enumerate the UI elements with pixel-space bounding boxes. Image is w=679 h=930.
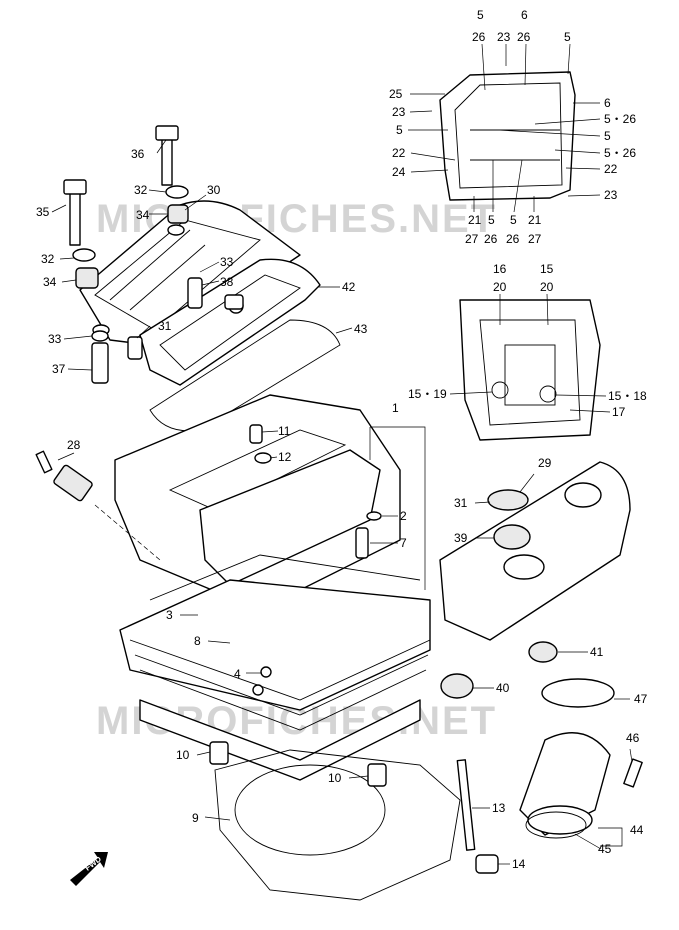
label-5-c: 5 xyxy=(396,123,403,137)
cylinder-head xyxy=(114,394,431,781)
label-30: 30 xyxy=(207,183,221,197)
label-26-a: 26 xyxy=(472,30,486,44)
washer-2 xyxy=(366,511,382,521)
label-44: 44 xyxy=(630,823,644,837)
forward-direction-marker: FWD xyxy=(70,852,108,886)
label-6-a: 6 xyxy=(521,8,528,22)
label-23-b: 23 xyxy=(392,105,406,119)
label-5-26-a: 5・26 xyxy=(604,112,636,126)
label-1: 1 xyxy=(392,401,399,415)
label-45: 45 xyxy=(598,842,612,856)
part-labels: 30 36 32 34 35 32 34 33 37 31 33 38 42 4… xyxy=(36,8,648,871)
label-15-19: 15・19 xyxy=(408,387,447,401)
label-26-d: 26 xyxy=(506,232,520,246)
label-9: 9 xyxy=(192,811,199,825)
cover-gasket xyxy=(149,319,341,432)
label-13: 13 xyxy=(492,801,506,815)
dowel-pin-7 xyxy=(355,527,369,559)
label-26-c: 26 xyxy=(484,232,498,246)
label-37: 37 xyxy=(52,362,66,376)
bolt-11 xyxy=(249,424,263,444)
grommet-31 xyxy=(487,489,529,511)
label-23-c: 23 xyxy=(604,188,618,202)
label-4: 4 xyxy=(234,667,241,681)
label-28: 28 xyxy=(67,438,81,452)
intake-pipe xyxy=(519,678,643,839)
label-12: 12 xyxy=(278,450,292,464)
label-25: 25 xyxy=(389,87,403,101)
label-15-a: 15 xyxy=(540,262,554,276)
label-14: 14 xyxy=(512,857,526,871)
label-22-a: 22 xyxy=(392,146,406,160)
stud-bolt xyxy=(456,759,476,851)
label-15-18: 15・18 xyxy=(608,389,647,403)
label-43: 43 xyxy=(354,322,368,336)
label-2: 2 xyxy=(400,509,407,523)
washer-12 xyxy=(254,452,272,464)
label-5-a: 5 xyxy=(477,8,484,22)
label-36: 36 xyxy=(131,147,145,161)
label-33: 33 xyxy=(48,332,62,346)
label-10b: 10 xyxy=(328,771,342,785)
grommet-39 xyxy=(493,524,531,550)
label-35: 35 xyxy=(36,205,50,219)
side-cover xyxy=(439,461,631,641)
inset-head-casting xyxy=(459,299,601,441)
cover-plate xyxy=(139,258,321,386)
label-46: 46 xyxy=(626,731,640,745)
label-24: 24 xyxy=(392,165,406,179)
label-41: 41 xyxy=(590,645,604,659)
label-31: 31 xyxy=(158,319,172,333)
label-39: 39 xyxy=(454,531,468,545)
label-47: 47 xyxy=(634,692,648,706)
label-6-b: 6 xyxy=(604,96,611,110)
label-10: 10 xyxy=(176,748,190,762)
label-32: 32 xyxy=(134,183,148,197)
label-20-a: 20 xyxy=(493,280,507,294)
label-17: 17 xyxy=(612,405,626,419)
plug-40 xyxy=(440,673,474,699)
cylinder-gasket xyxy=(214,749,461,901)
label-29: 29 xyxy=(538,456,552,470)
dowel-10-left xyxy=(209,741,229,765)
label-32b: 32 xyxy=(41,252,55,266)
label-22-b: 22 xyxy=(604,162,618,176)
label-5-d: 5 xyxy=(604,129,611,143)
cover-bolts xyxy=(63,125,203,384)
label-3: 3 xyxy=(166,608,173,622)
label-34b: 34 xyxy=(43,275,57,289)
inset-leader-lines xyxy=(408,43,611,413)
label-40: 40 xyxy=(496,681,510,695)
label-8: 8 xyxy=(194,634,201,648)
label-5-e: 5 xyxy=(488,213,495,227)
label-42: 42 xyxy=(342,280,356,294)
label-11: 11 xyxy=(278,424,291,438)
label-34: 34 xyxy=(136,208,150,222)
cap-41 xyxy=(528,641,558,663)
spark-plug xyxy=(35,450,161,561)
label-33b: 33 xyxy=(220,255,234,269)
cylinder-head-cover xyxy=(79,200,301,346)
label-31b: 31 xyxy=(454,496,468,510)
label-38: 38 xyxy=(220,275,234,289)
label-27-a: 27 xyxy=(465,232,479,246)
dowel-10-right xyxy=(367,763,387,787)
label-7: 7 xyxy=(400,536,407,550)
label-27-b: 27 xyxy=(528,232,542,246)
label-5-26-b: 5・26 xyxy=(604,146,636,160)
label-21-b: 21 xyxy=(528,213,542,227)
label-26-b: 26 xyxy=(517,30,531,44)
label-23-a: 23 xyxy=(497,30,511,44)
label-16: 16 xyxy=(493,262,507,276)
label-20-b: 20 xyxy=(540,280,554,294)
label-21-a: 21 xyxy=(468,213,482,227)
inset-top-gasket xyxy=(439,71,576,201)
label-5-f: 5 xyxy=(510,213,517,227)
label-5-b: 5 xyxy=(564,30,571,44)
nut-14 xyxy=(475,854,499,874)
leader-lines xyxy=(51,139,633,865)
